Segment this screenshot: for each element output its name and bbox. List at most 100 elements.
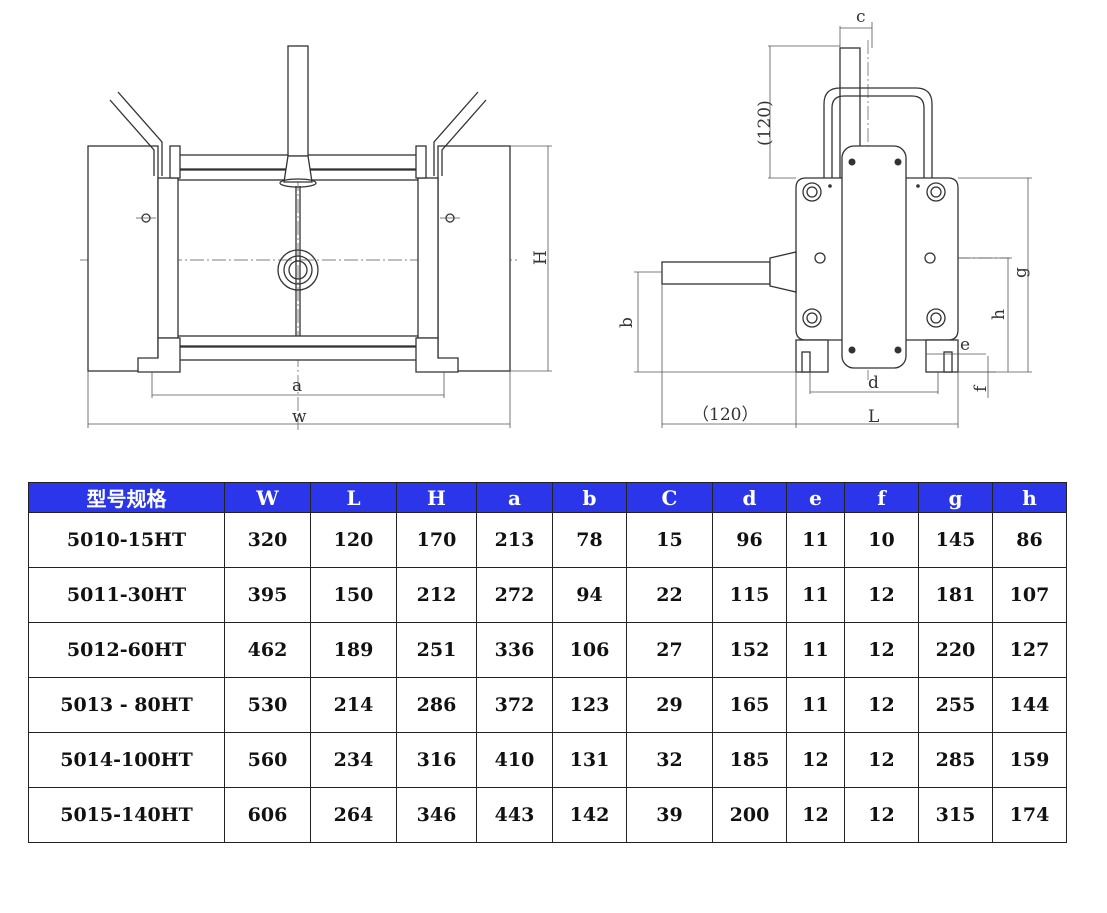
header-W: W (224, 482, 311, 513)
header-d: d (712, 482, 787, 513)
header-b: b (552, 482, 627, 513)
table-cell: 144 (992, 677, 1067, 733)
table-cell: 78 (552, 512, 627, 568)
dim-label-e: e (960, 335, 970, 355)
table-cell: 286 (396, 677, 477, 733)
table-row: 5011-30HT 395 150 212 272 94 22 115 11 1… (28, 567, 1067, 623)
table-cell: 32 (626, 732, 713, 788)
header-C: C (626, 482, 713, 513)
table-cell: 5014-100HT (28, 732, 225, 788)
table-cell: 106 (552, 622, 627, 678)
table-cell: 315 (918, 787, 993, 843)
table-cell: 5011-30HT (28, 567, 225, 623)
table-cell: 115 (712, 567, 787, 623)
table-cell: 212 (396, 567, 477, 623)
table-header-row: 型号规格 W L H a b C d e f g h (28, 482, 1067, 513)
table-cell: 251 (396, 622, 477, 678)
dim-label-d: d (868, 373, 879, 393)
dim-label-L: L (868, 407, 879, 427)
table-cell: 234 (310, 732, 397, 788)
table-row: 5012-60HT 462 189 251 336 106 27 152 11 … (28, 622, 1067, 678)
table-cell: 181 (918, 567, 993, 623)
table-cell: 316 (396, 732, 477, 788)
dim-label-c: c (856, 7, 866, 27)
table-cell: 5013 - 80HT (28, 677, 225, 733)
table-cell: 12 (786, 732, 845, 788)
table-cell: 530 (224, 677, 311, 733)
table-cell: 152 (712, 622, 787, 678)
table-cell: 200 (712, 787, 787, 843)
dim-label-120-vertical: (120) (755, 100, 775, 146)
table-cell: 272 (476, 567, 553, 623)
table-cell: 12 (844, 787, 919, 843)
header-L: L (310, 482, 397, 513)
table-cell: 11 (786, 622, 845, 678)
table-cell: 285 (918, 732, 993, 788)
table-row: 5013 - 80HT 530 214 286 372 123 29 165 1… (28, 677, 1067, 733)
table-cell: 22 (626, 567, 713, 623)
table-cell: 5010-15HT (28, 512, 225, 568)
table-cell: 86 (992, 512, 1067, 568)
dim-label-g: g (1011, 267, 1031, 278)
header-H: H (396, 482, 477, 513)
header-a: a (476, 482, 553, 513)
header-f: f (844, 482, 919, 513)
table-cell: 29 (626, 677, 713, 733)
table-cell: 94 (552, 567, 627, 623)
table-cell: 120 (310, 512, 397, 568)
dim-label-w: w (292, 407, 307, 427)
table-cell: 410 (476, 732, 553, 788)
side-view: c (120) g h b e d f （120） L (617, 7, 1032, 428)
header-e: e (786, 482, 845, 513)
table-cell: 39 (626, 787, 713, 843)
spec-table: 型号规格 W L H a b C d e f g h 5010-15HT 320… (28, 482, 1067, 843)
table-cell: 5015-140HT (28, 787, 225, 843)
table-cell: 131 (552, 732, 627, 788)
table-cell: 142 (552, 787, 627, 843)
table-row: 5015-140HT 606 264 346 443 142 39 200 12… (28, 787, 1067, 843)
table-cell: 145 (918, 512, 993, 568)
table-cell: 12 (786, 787, 845, 843)
table-cell: 127 (992, 622, 1067, 678)
dim-label-f: f (971, 384, 991, 392)
table-cell: 159 (992, 732, 1067, 788)
table-row: 5010-15HT 320 120 170 213 78 15 96 11 10… (28, 512, 1067, 568)
front-view: a w H (80, 45, 552, 430)
table-cell: 213 (476, 512, 553, 568)
table-cell: 395 (224, 567, 311, 623)
table-cell: 11 (786, 677, 845, 733)
table-cell: 372 (476, 677, 553, 733)
table-cell: 346 (396, 787, 477, 843)
technical-drawing: a w H (80, 7, 1032, 430)
table-cell: 560 (224, 732, 311, 788)
header-model: 型号规格 (28, 482, 225, 513)
dim-label-H: H (531, 250, 551, 265)
table-cell: 220 (918, 622, 993, 678)
table-cell: 12 (844, 732, 919, 788)
table-cell: 189 (310, 622, 397, 678)
table-cell: 320 (224, 512, 311, 568)
table-cell: 462 (224, 622, 311, 678)
table-cell: 10 (844, 512, 919, 568)
dim-label-h: h (989, 309, 1009, 320)
table-cell: 336 (476, 622, 553, 678)
table-cell: 185 (712, 732, 787, 788)
table-cell: 11 (786, 567, 845, 623)
dim-label-120-horizontal: （120） (692, 405, 758, 425)
table-cell: 264 (310, 787, 397, 843)
table-cell: 443 (476, 787, 553, 843)
header-g: g (918, 482, 993, 513)
table-cell: 12 (844, 622, 919, 678)
table-cell: 165 (712, 677, 787, 733)
table-cell: 170 (396, 512, 477, 568)
table-cell: 174 (992, 787, 1067, 843)
table-cell: 11 (786, 512, 845, 568)
table-cell: 255 (918, 677, 993, 733)
table-cell: 150 (310, 567, 397, 623)
table-cell: 27 (626, 622, 713, 678)
table-row: 5014-100HT 560 234 316 410 131 32 185 12… (28, 732, 1067, 788)
header-h: h (992, 482, 1067, 513)
table-cell: 123 (552, 677, 627, 733)
table-cell: 12 (844, 677, 919, 733)
table-cell: 107 (992, 567, 1067, 623)
